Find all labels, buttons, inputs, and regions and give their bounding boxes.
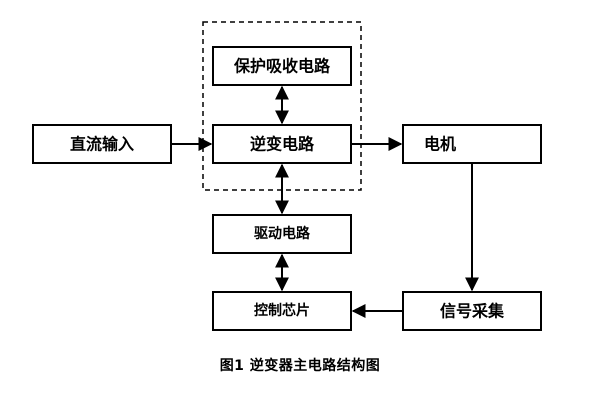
motor-label: 电机	[424, 135, 456, 154]
inverter-circuit-block: 逆变电路	[212, 124, 352, 164]
control-chip-label: 控制芯片	[254, 302, 310, 319]
figure-caption: 图1 逆变器主电路结构图	[219, 358, 381, 374]
dc-input-label: 直流输入	[70, 135, 134, 154]
protection-circuit-block: 保护吸收电路	[212, 46, 352, 86]
signal-acquisition-block: 信号采集	[402, 291, 542, 331]
control-chip-block: 控制芯片	[212, 291, 352, 331]
motor-block: 电机	[402, 124, 542, 164]
drive-circuit-label: 驱动电路	[254, 225, 311, 242]
drive-circuit-block: 驱动电路	[212, 214, 352, 254]
inverter-circuit-label: 逆变电路	[250, 135, 315, 154]
protection-circuit-label: 保护吸收电路	[233, 57, 331, 76]
signal-acquisition-label: 信号采集	[440, 302, 505, 321]
dc-input-block: 直流输入	[32, 124, 172, 164]
